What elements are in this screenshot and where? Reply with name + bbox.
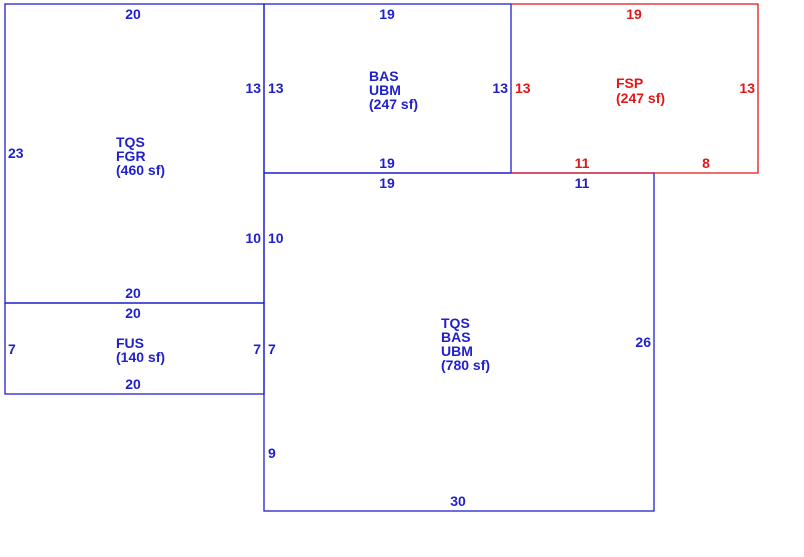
dim-fsp-bottom-left: 11 [575, 155, 590, 171]
dim-ubm-top: 19 [379, 6, 395, 22]
dim-fgr-bottom: 20 [125, 285, 141, 301]
dim-fsp-top: 19 [626, 6, 642, 22]
dim-fgr-left: 23 [8, 145, 24, 161]
dim-fgr-top: 20 [125, 6, 141, 22]
dim-fsp-right: 13 [739, 80, 755, 96]
dim-main-top-left: 19 [379, 175, 395, 191]
fsp-label-line1: FSP [616, 75, 643, 91]
fsp-label-area: (247 sf) [616, 90, 665, 106]
dim-fus-top: 20 [125, 305, 141, 321]
dim-fus-right: 7 [253, 341, 261, 357]
dim-fsp-bottom-right: 8 [702, 155, 710, 171]
fgr-label-line1: TQS [116, 134, 145, 150]
dim-main-left-lower: 9 [268, 445, 276, 461]
main-label-line2: BAS [441, 329, 471, 345]
fsp-outline [511, 3, 759, 174]
dim-fgr-right-upper: 13 [245, 80, 261, 96]
dim-fus-left: 7 [8, 341, 16, 357]
ubm-top-label-line1: BAS [369, 68, 399, 84]
dim-fsp-left: 13 [515, 80, 531, 96]
dim-main-right: 26 [635, 334, 651, 350]
dim-fus-bottom: 20 [125, 376, 141, 392]
dim-fgr-right-lower: 10 [245, 230, 261, 246]
fus-label-area: (140 sf) [116, 349, 165, 365]
dim-main-top-right: 11 [575, 175, 590, 191]
fus-label-line1: FUS [116, 335, 144, 351]
main-label-line1: TQS [441, 315, 470, 331]
dim-ubm-right: 13 [492, 80, 508, 96]
dim-main-bottom: 30 [450, 493, 466, 509]
fgr-label-line2: FGR [116, 148, 146, 164]
ubm-top-label-line2: UBM [369, 82, 401, 98]
dim-ubm-left: 13 [268, 80, 284, 96]
ubm-top-label-area: (247 sf) [369, 96, 418, 112]
main-label-area: (780 sf) [441, 357, 490, 373]
fgr-label-area: (460 sf) [116, 162, 165, 178]
dim-ubm-bottom: 19 [379, 155, 395, 171]
dim-main-left-upper: 10 [268, 230, 284, 246]
main-label-line3: UBM [441, 343, 473, 359]
dim-main-left-mid: 7 [268, 341, 276, 357]
main-outline [263, 172, 655, 512]
